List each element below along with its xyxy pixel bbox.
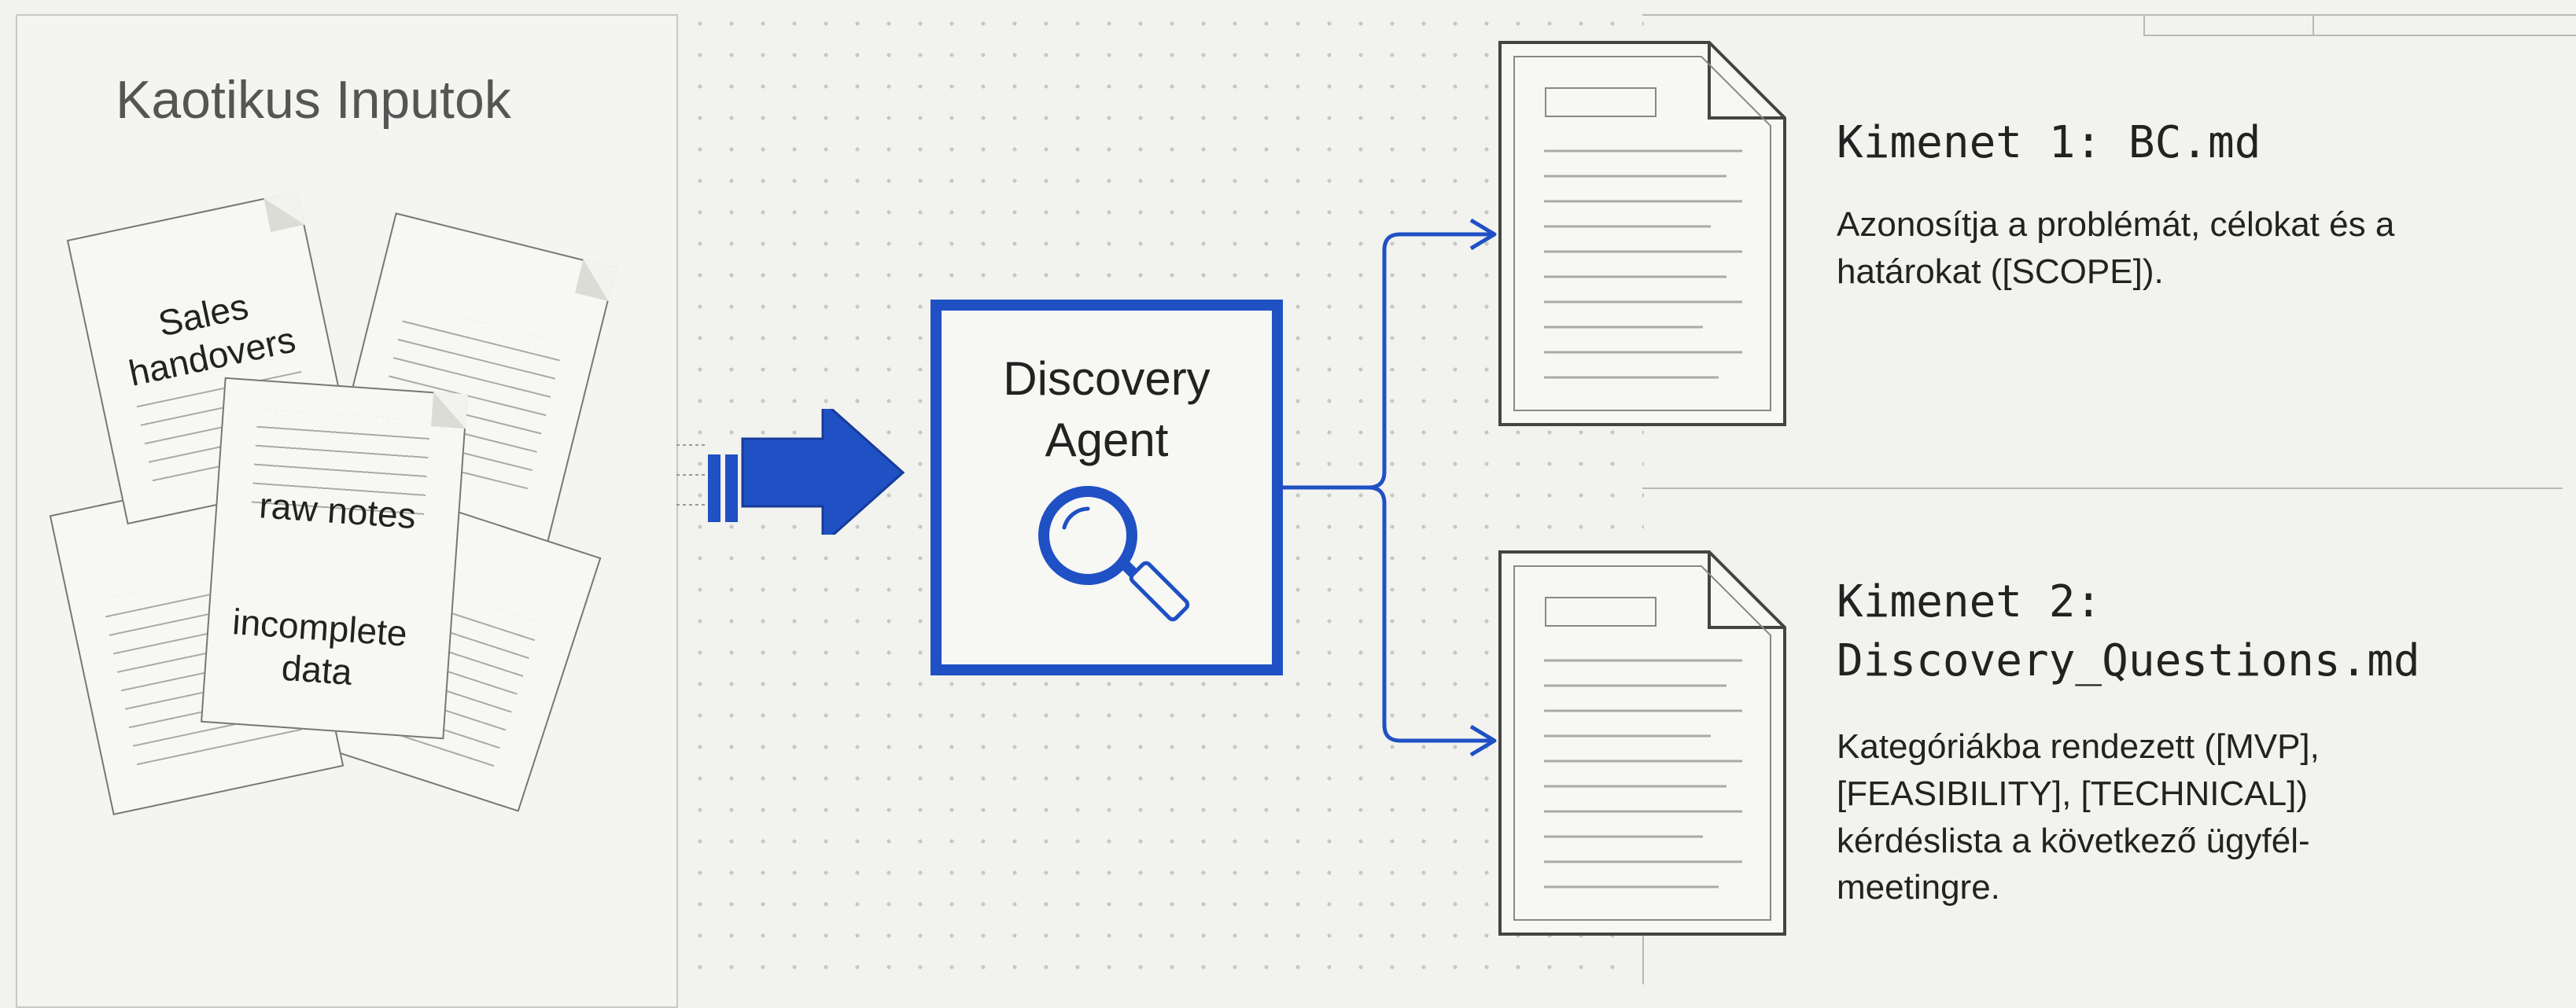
discovery-agent-box: Discovery Agent [931, 300, 1283, 675]
output-2-title: Kimenet 2: Discovery_Questions.md [1837, 576, 2420, 687]
note-raw-notes: raw notes incomplete data [201, 377, 468, 740]
magnifier-icon [1038, 486, 1190, 622]
panel-title: Kaotikus Inputok [116, 70, 511, 130]
output-document-icon [1498, 41, 1786, 426]
input-arrow [676, 409, 905, 535]
note-label: incomplete data [230, 601, 409, 693]
agent-name: Discovery Agent [1003, 352, 1211, 466]
divider-bottom-vertical [1642, 936, 1644, 984]
divider-top-box [2313, 14, 2314, 36]
divider-top-box [2143, 14, 2145, 36]
output-document-icon [1498, 550, 1786, 936]
divider-middle [1642, 487, 2563, 489]
divider-top-box [2143, 35, 2576, 36]
output-2-description: Kategóriákba rendezett ([MVP], [FEASIBIL… [1837, 727, 2320, 907]
output-1-title: Kimenet 1: BC.md [1837, 117, 2261, 168]
divider-top [1642, 14, 2576, 16]
input-document-stack: Sales handovers raw notes incomplete dat… [0, 0, 659, 984]
output-1-description: Azonosítja a problémát, célokat és a hat… [1837, 205, 2395, 291]
